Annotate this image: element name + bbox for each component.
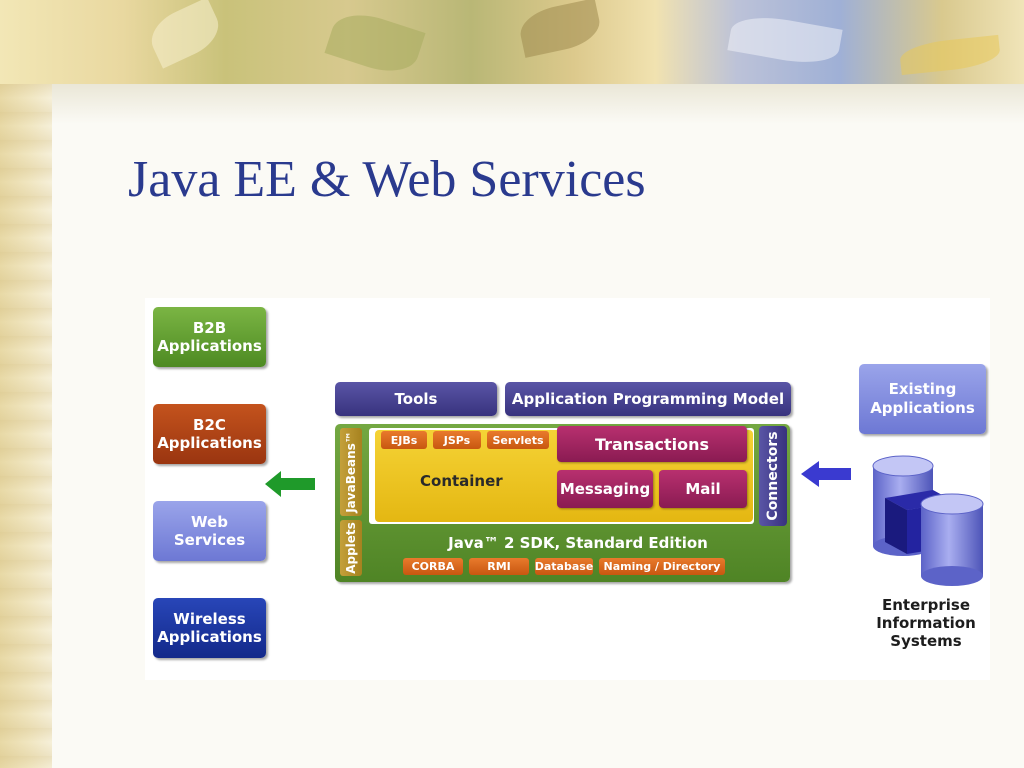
applets-label: Applets [344, 522, 358, 574]
banner-leaf [898, 34, 1002, 76]
applets-box: Applets [340, 520, 362, 576]
naming-directory-tag: Naming / Directory [599, 558, 725, 575]
tools-box: Tools [335, 382, 497, 416]
architecture-diagram: B2B Applications B2C Applications Web Se… [145, 298, 990, 680]
transactions-box: Transactions [557, 426, 747, 462]
slide-side-strip [0, 0, 52, 768]
servlets-tag: Servlets [487, 431, 549, 449]
wireless-applications-box: Wireless Applications [153, 598, 266, 658]
java-sdk-label: Java™ 2 SDK, Standard Edition [448, 534, 708, 552]
connectors-box: Connectors [759, 426, 787, 526]
rmi-tag: RMI [469, 558, 529, 575]
mail-box: Mail [659, 470, 747, 508]
javabeans-label: JavaBeans™ [344, 431, 358, 513]
ejbs-tag: EJBs [381, 431, 427, 449]
b2c-line-2: Applications [157, 434, 262, 452]
web-services-box: Web Services [153, 501, 266, 561]
slide-top-banner [0, 0, 1024, 84]
b2c-line-1: B2C [193, 416, 226, 434]
banner-leaf [516, 0, 604, 58]
existing-line-1: Existing [888, 380, 957, 398]
connectors-label: Connectors [765, 431, 781, 521]
banner-leaf [143, 0, 227, 69]
wireless-line-1: Wireless [173, 610, 246, 628]
banner-leaf [324, 5, 426, 81]
banner-leaf [727, 10, 843, 70]
b2c-applications-box: B2C Applications [153, 404, 266, 464]
javabeans-box: JavaBeans™ [340, 428, 362, 516]
b2b-applications-box: B2B Applications [153, 307, 266, 367]
web-services-line-2: Services [173, 531, 246, 549]
messaging-box: Messaging [557, 470, 653, 508]
web-services-line-1: Web [191, 513, 228, 531]
wireless-line-2: Applications [157, 628, 262, 646]
jsps-tag: JSPs [433, 431, 481, 449]
existing-line-2: Applications [870, 399, 975, 417]
eis-line-2: Information [876, 614, 976, 632]
eis-line-1: Enterprise [881, 596, 971, 614]
b2b-line-2: Applications [157, 337, 262, 355]
arrow-left-icon [265, 471, 315, 497]
arrow-right-icon [801, 461, 851, 487]
enterprise-information-systems-label: Enterprise Information Systems [861, 596, 991, 650]
slide-title: Java EE & Web Services [128, 151, 646, 208]
container-label: Container [420, 472, 503, 490]
application-programming-model-box: Application Programming Model [505, 382, 791, 416]
corba-tag: CORBA [403, 558, 463, 575]
database-tag: Database [534, 558, 594, 575]
eis-line-3: Systems [890, 632, 962, 650]
database-stack-icon [872, 455, 984, 586]
b2b-line-1: B2B [192, 319, 227, 337]
banner-shadow [52, 84, 1024, 124]
existing-applications-box: Existing Applications [859, 364, 986, 434]
